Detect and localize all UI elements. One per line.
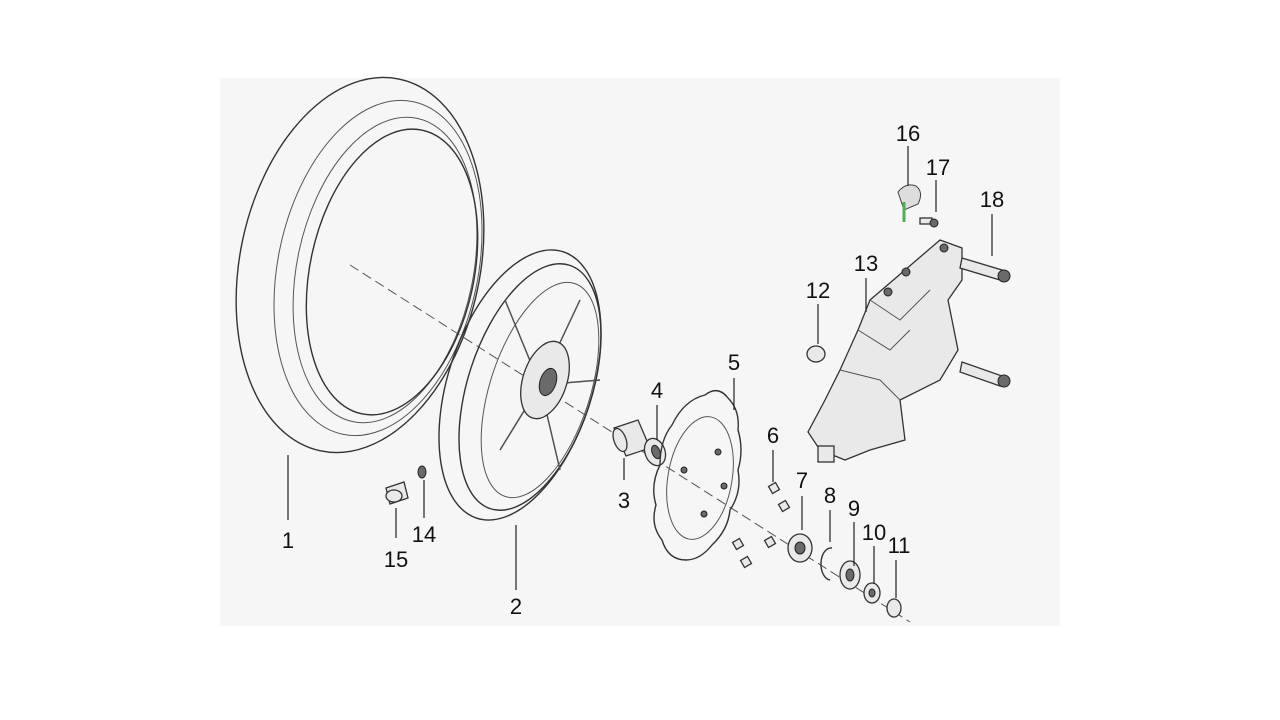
- circlip-part: [820, 547, 833, 581]
- valve-stem-part: [385, 481, 409, 505]
- callout-17: 17: [926, 155, 950, 180]
- callout-2: 2: [510, 594, 522, 619]
- callout-7: 7: [796, 468, 808, 493]
- bracket-bushing-part: [806, 345, 826, 363]
- callout-1: 1: [282, 528, 294, 553]
- tyre-part: [235, 76, 485, 454]
- callout-6: 6: [767, 423, 779, 448]
- lock-nut-part: [886, 598, 902, 618]
- axle-nut-part: [863, 582, 881, 604]
- bushing-part: [787, 533, 813, 563]
- callout-13: 13: [854, 251, 878, 276]
- valve-cap-part: [417, 465, 427, 479]
- small-screw-part: [919, 217, 939, 228]
- rim-part: [438, 249, 602, 521]
- callout-10: 10: [862, 520, 886, 545]
- callout-8: 8: [824, 483, 836, 508]
- disc-bolts-part: [731, 481, 791, 569]
- callout-15: 15: [384, 547, 408, 572]
- bracket-bolts-part: [959, 257, 1011, 388]
- brake-disc-part: [653, 390, 742, 561]
- callout-4: 4: [651, 378, 663, 403]
- clip-part: [897, 184, 922, 222]
- callout-18: 18: [980, 187, 1004, 212]
- leader-lines: [287, 146, 993, 598]
- callout-12: 12: [806, 278, 830, 303]
- callout-5: 5: [728, 350, 740, 375]
- washer-part: [839, 560, 861, 590]
- callout-11: 11: [888, 533, 911, 558]
- callout-14: 14: [412, 522, 436, 547]
- caliper-bracket-part: [807, 239, 963, 463]
- spacer-part: [612, 419, 651, 457]
- callout-16: 16: [896, 121, 920, 146]
- callout-3: 3: [618, 488, 630, 513]
- callout-9: 9: [848, 496, 860, 521]
